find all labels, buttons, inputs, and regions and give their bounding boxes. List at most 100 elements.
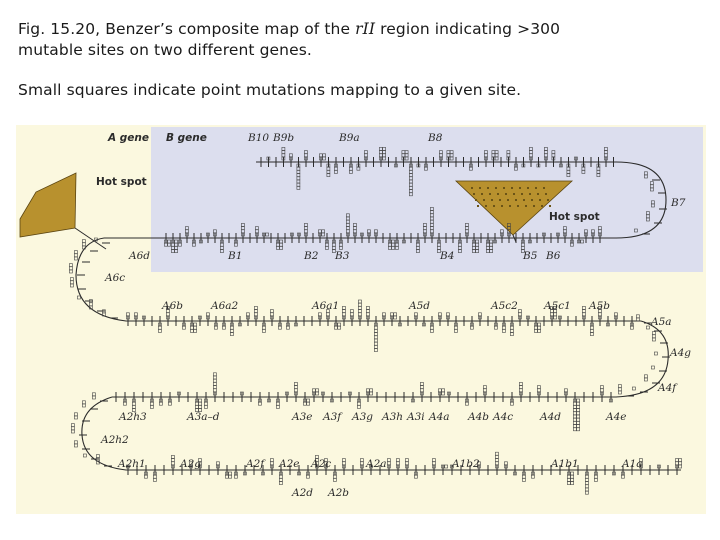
b-gene-line (104, 161, 667, 239)
mutation-square (382, 312, 386, 317)
mutation-square (651, 365, 655, 370)
mutation-square (262, 329, 266, 333)
mutation-square (92, 392, 96, 397)
b-gene-hotspot (454, 180, 574, 236)
hotspot-texture (519, 187, 521, 189)
hotspot-texture (541, 205, 543, 207)
mutation-square (198, 315, 202, 320)
mutation-square (405, 458, 409, 462)
mutation-square (644, 374, 648, 379)
hotspot-texture (517, 205, 519, 207)
caption-prefix: Fig. 15.20, Benzer’s composite map of th… (18, 20, 356, 38)
a-gene-line-middle (112, 320, 669, 398)
mutation-square (416, 249, 420, 253)
site-label-A5c2: A5c2 (490, 300, 518, 312)
mutation-square (521, 249, 525, 253)
mutation-square (315, 388, 319, 393)
mutation-square (564, 388, 568, 393)
mutation-square (82, 239, 86, 243)
mutation-square (430, 207, 434, 211)
mutation-square (290, 232, 294, 237)
mutation-square (458, 249, 462, 253)
mutation-square (396, 458, 400, 462)
hotspot-texture (489, 193, 491, 195)
site-label-A3i: A3i (406, 411, 425, 423)
mutation-square (382, 147, 386, 151)
hotspot-texture (531, 199, 533, 201)
mutation-square (387, 458, 391, 462)
site-label-A4c: A4c (492, 411, 513, 423)
mutation-square (522, 478, 526, 482)
a-hotspot-pointer (74, 227, 107, 250)
mutation-square (529, 147, 533, 151)
mutation-square (234, 474, 238, 479)
mutation-square (650, 181, 654, 185)
mutation-square (153, 478, 157, 482)
mutation-square (240, 391, 244, 396)
mutation-square (391, 246, 395, 250)
hotspot-texture (473, 193, 475, 195)
mutation-square (528, 239, 532, 244)
mutation-square (594, 478, 598, 482)
mutation-square (142, 315, 146, 320)
hotspot-texture (491, 199, 493, 201)
mutation-square (558, 315, 562, 320)
site-label-A2a: A2a (365, 458, 387, 470)
site-label-A3a-d: A3a–d (186, 411, 220, 423)
mutation-square (531, 474, 535, 479)
site-label-B10: B10 (247, 132, 269, 144)
site-label-A1a: A1a (621, 458, 643, 470)
mutation-square (265, 232, 269, 237)
a-gene-line-upper (75, 237, 641, 322)
mutation-square (230, 332, 234, 336)
mutation-square (246, 312, 250, 317)
hotspot-texture (549, 205, 551, 207)
site-label-A2d: A2d (291, 487, 313, 499)
mutation-square (353, 223, 357, 227)
site-label-B8: B8 (427, 132, 443, 144)
mutation-square (367, 229, 371, 234)
mutation-square (502, 329, 506, 333)
mutation-square (444, 464, 448, 469)
mutation-square (366, 306, 370, 310)
hotspot-texture (509, 205, 511, 207)
mutation-square (469, 166, 473, 171)
mutation-square (576, 427, 580, 432)
hotspot-texture (545, 193, 547, 195)
mutation-square (630, 325, 634, 330)
mutation-square (563, 226, 567, 230)
mutation-square (342, 458, 346, 462)
mutation-square (198, 458, 202, 462)
mutation-square (450, 464, 454, 469)
mutation-square (369, 464, 373, 469)
mutation-square (258, 401, 262, 406)
mutation-square (574, 156, 578, 161)
site-label-A5b: A5b (588, 300, 610, 312)
mutation-square (356, 166, 361, 171)
hotspot-texture (503, 187, 505, 189)
mutation-square (297, 471, 301, 476)
site-label-A6b: A6b (161, 300, 183, 312)
site-label-A6c: A6c (104, 272, 125, 284)
mutation-square (374, 229, 378, 234)
mutation-square (447, 391, 451, 396)
mutation-square (500, 229, 504, 234)
mutation-square (297, 232, 301, 237)
hotspot-texture (487, 187, 489, 189)
hotspot-texture (521, 193, 523, 195)
mutation-square (542, 232, 546, 237)
mutation-square (296, 186, 301, 190)
mutation-square (74, 440, 78, 445)
mutation-square (324, 458, 328, 462)
mutation-square (470, 325, 474, 330)
mutation-square (591, 229, 595, 234)
mutation-square (559, 163, 563, 168)
mutation-square (449, 150, 454, 154)
mutation-square (213, 229, 217, 234)
hotspot-texture (511, 187, 513, 189)
mutation-square (150, 405, 154, 409)
mutation-square (144, 474, 148, 479)
mutation-square (279, 481, 283, 485)
site-label-A3f: A3f (322, 411, 343, 423)
hotspot-texture (533, 205, 535, 207)
